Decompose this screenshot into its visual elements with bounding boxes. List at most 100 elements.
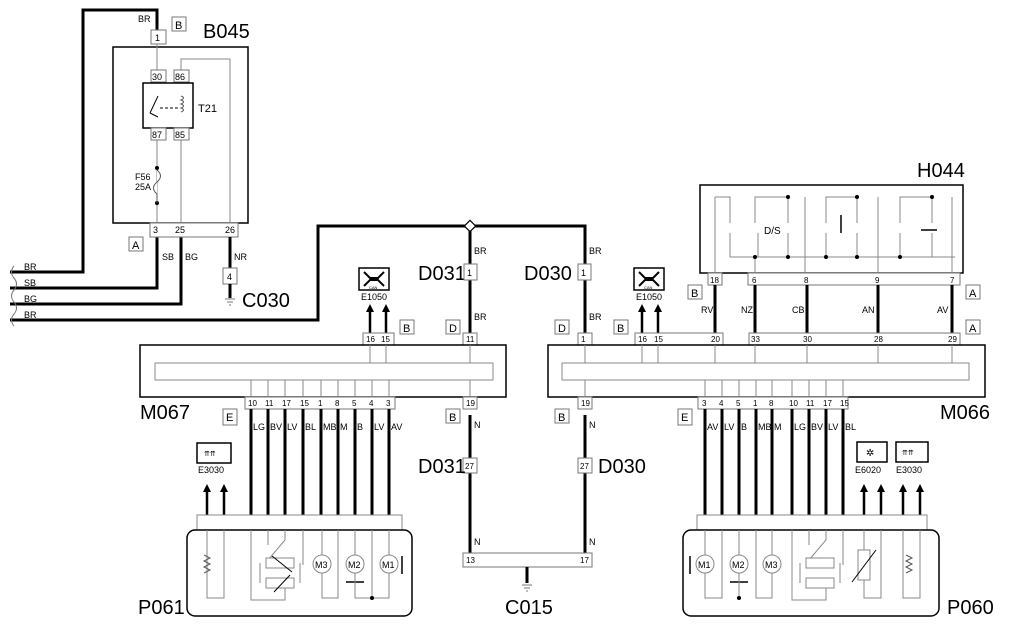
wire-label: BR bbox=[589, 312, 602, 322]
pin-number: 11 bbox=[265, 399, 274, 408]
connector-tag-label: A bbox=[969, 323, 977, 335]
pin-number: 9 bbox=[875, 276, 880, 285]
ds-label: D/S bbox=[764, 226, 781, 237]
wire-label: N bbox=[589, 420, 596, 430]
pin-number: 27 bbox=[580, 462, 589, 471]
component-label: D030 bbox=[598, 456, 646, 478]
p060-actuator: ✲ E6020 ⇈⇈ E3030 M1 M2 M3 P060 bbox=[682, 441, 994, 619]
can-text: CAN bbox=[369, 285, 378, 290]
motor-label: M1 bbox=[698, 560, 711, 570]
pin-number: 4 bbox=[719, 399, 724, 408]
pin-number: 16 bbox=[366, 335, 375, 344]
connector-tag-label: B bbox=[175, 20, 182, 32]
pin-number: 5 bbox=[352, 399, 357, 408]
pin-number: 15 bbox=[381, 335, 390, 344]
c015-connector bbox=[462, 552, 593, 568]
wire-label: AV bbox=[707, 422, 718, 432]
pin-number: 1 bbox=[318, 399, 323, 408]
wire-label: BR bbox=[24, 310, 37, 320]
component-label: E1050 bbox=[361, 292, 387, 302]
component-label: D030 bbox=[524, 263, 572, 285]
pin-number: 30 bbox=[152, 72, 162, 82]
p060-body bbox=[682, 529, 940, 617]
pin-number: 3 bbox=[153, 225, 158, 235]
wire-label: BG bbox=[185, 252, 198, 262]
pin-number: 5 bbox=[736, 399, 741, 408]
arrow-icon bbox=[366, 304, 390, 312]
connector-tag-label: B bbox=[691, 288, 698, 300]
component-label: M066 bbox=[940, 402, 990, 424]
arrow-icon bbox=[203, 484, 228, 492]
arrow-icon bbox=[860, 484, 924, 492]
pin-number: 11 bbox=[466, 335, 475, 344]
wire-label: BR bbox=[138, 14, 151, 24]
component-label: D031 bbox=[418, 263, 466, 285]
wire-label: NZ bbox=[741, 305, 753, 315]
can-text: CAN bbox=[644, 285, 653, 290]
fuse-label: F56 bbox=[135, 172, 151, 182]
wire-label: MB bbox=[758, 422, 772, 432]
wire-label: BR bbox=[24, 262, 37, 272]
svg-text:✲: ✲ bbox=[866, 448, 874, 459]
b045-connector bbox=[149, 222, 239, 238]
motor-label: M2 bbox=[732, 560, 745, 570]
wire-label: LV bbox=[287, 422, 297, 432]
pin-number: 13 bbox=[466, 556, 475, 565]
connector-tag-label: A bbox=[969, 288, 977, 300]
b045-relay-box: BR 1 B B045 30 86 T21 87 85 F56 25A 3 25… bbox=[112, 14, 290, 312]
component-label: H044 bbox=[917, 160, 965, 182]
resistor-icon bbox=[904, 554, 914, 574]
wire-label: MB bbox=[323, 422, 337, 432]
ground-icon bbox=[522, 584, 532, 592]
pin-number: 19 bbox=[581, 399, 590, 408]
motor-label: M2 bbox=[348, 560, 361, 570]
h044-switch: H044 D/S 18 6 8 9 7 B A RV NZ CB AN AV bbox=[687, 160, 981, 333]
wire-label: B bbox=[357, 422, 363, 432]
pin-number: 16 bbox=[638, 335, 647, 344]
pin-number: 25 bbox=[175, 225, 185, 235]
evaporator-sensor-icon bbox=[856, 441, 888, 463]
pin-number: 28 bbox=[874, 335, 883, 344]
pin-number: 29 bbox=[948, 335, 957, 344]
pin-number: 7 bbox=[950, 276, 955, 285]
wire-label: BL bbox=[845, 422, 856, 432]
connector-tag-label: D bbox=[558, 323, 566, 335]
relay-icon bbox=[142, 82, 194, 129]
rear-defrost-icon bbox=[895, 441, 929, 463]
component-label: E3030 bbox=[198, 465, 224, 475]
wire-bg bbox=[10, 235, 183, 306]
potentiometer-icon bbox=[805, 557, 835, 569]
pin-number: 15 bbox=[654, 335, 663, 344]
pin-number: 27 bbox=[465, 462, 474, 471]
component-label: E6020 bbox=[855, 465, 881, 475]
wire-label: BR bbox=[474, 312, 487, 322]
fuse-icon bbox=[153, 169, 161, 203]
d031-d030: BR D031 1 BR BR D030 1 BR N N 27 D031 27… bbox=[418, 246, 646, 619]
wire-sb bbox=[10, 235, 159, 290]
wire-label: BV bbox=[811, 422, 823, 432]
component-label: B045 bbox=[203, 21, 250, 43]
component-label: C030 bbox=[242, 290, 290, 312]
wire-label: BL bbox=[305, 422, 316, 432]
wire-label: AN bbox=[862, 305, 875, 315]
ground-icon bbox=[225, 298, 235, 306]
wire-label: M bbox=[774, 422, 782, 432]
pin-number: 1 bbox=[753, 399, 758, 408]
pin-number: 18 bbox=[710, 276, 719, 285]
wire-label: M bbox=[340, 422, 348, 432]
wire-label: BR bbox=[589, 246, 602, 256]
pin-number: 11 bbox=[806, 399, 815, 408]
connector-tag-label: B bbox=[617, 323, 624, 335]
thermistor-icon bbox=[857, 549, 871, 581]
connector-tag-label: B bbox=[403, 323, 410, 335]
connector-tag-label: A bbox=[132, 240, 140, 252]
pin-number: 33 bbox=[751, 335, 760, 344]
pin-number: 8 bbox=[335, 399, 340, 408]
pin-number: 30 bbox=[803, 335, 812, 344]
wire-label: LG bbox=[253, 422, 265, 432]
pin-number: 1 bbox=[467, 268, 472, 278]
wire-label: AV bbox=[937, 305, 948, 315]
cable-break-icon bbox=[11, 265, 17, 327]
pin-number: 3 bbox=[386, 399, 391, 408]
